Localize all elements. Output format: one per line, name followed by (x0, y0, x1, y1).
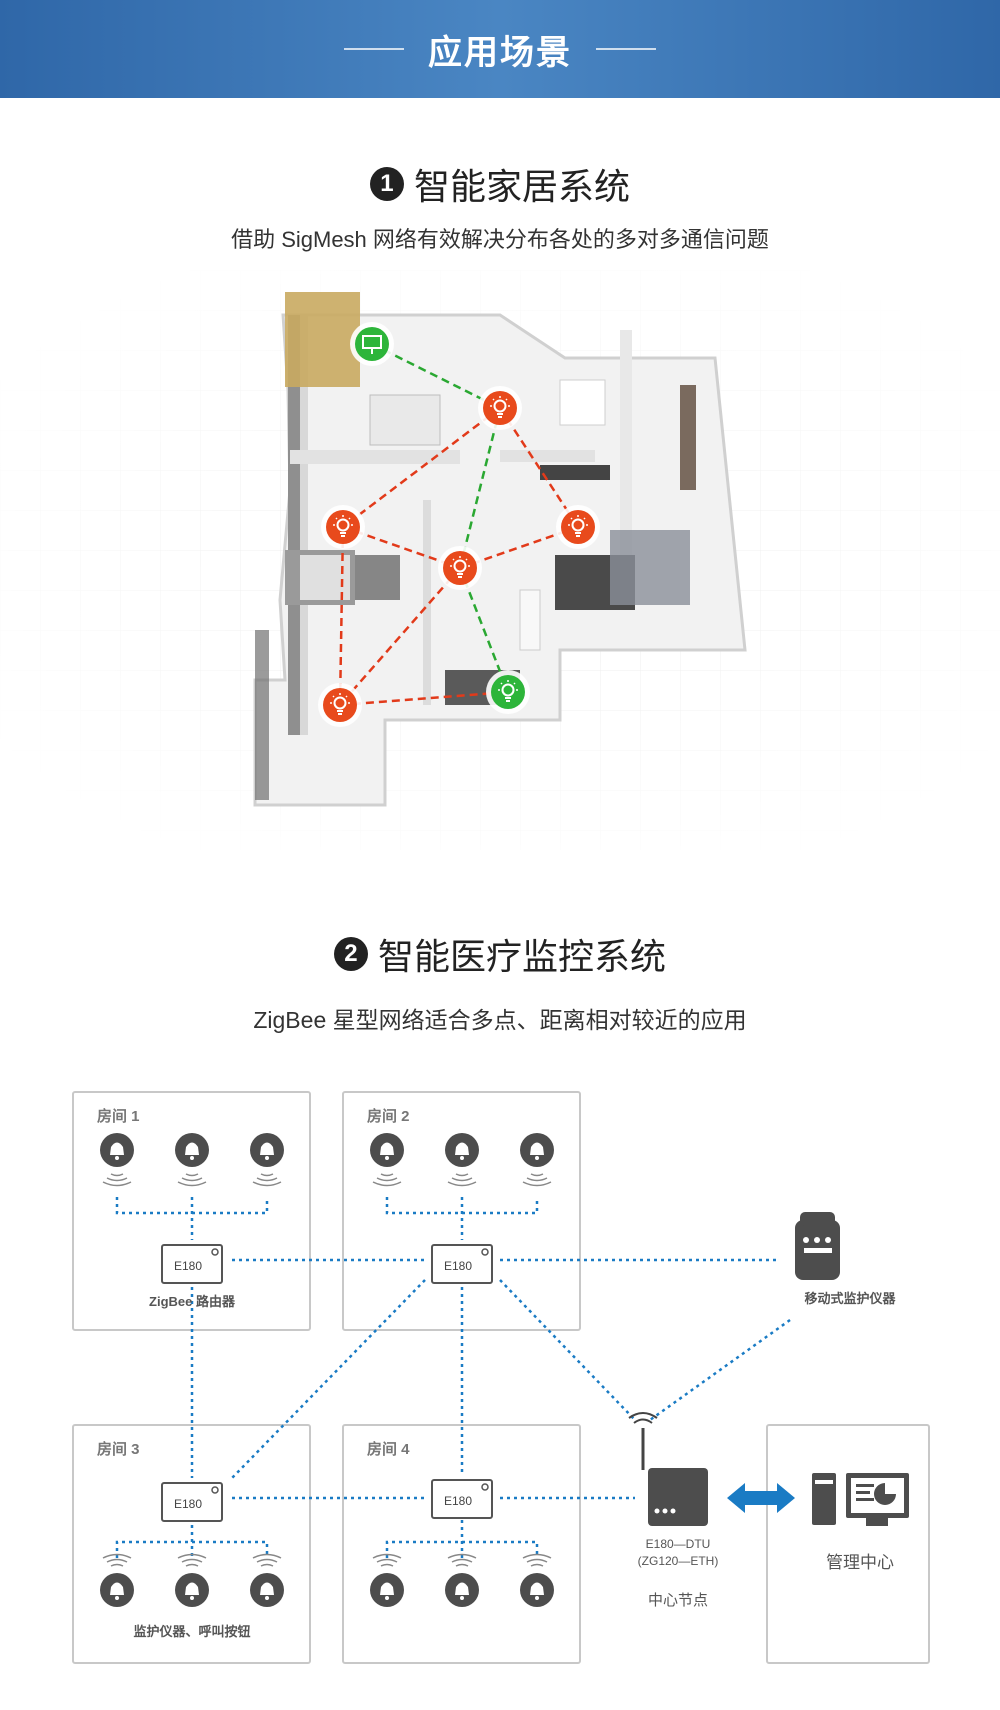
bell-icon (100, 1553, 134, 1607)
router-icon: E180 (431, 1244, 493, 1284)
section2-title: 2 智能医疗监控系统 (0, 928, 1000, 980)
section2-subtitle: ZigBee 星型网络适合多点、距离相对较近的应用 (253, 1007, 747, 1033)
bidirectional-arrow-icon (727, 1483, 795, 1513)
header-left-line (344, 48, 404, 50)
router-model-label: E180 (444, 1494, 472, 1508)
bell-icon (175, 1553, 209, 1607)
bell-icon (520, 1553, 554, 1607)
bulb-icon (321, 505, 365, 549)
bulb-icon (438, 546, 482, 590)
bell-icon (370, 1553, 404, 1607)
section2-title-text: 智能医疗监控系统 (377, 936, 666, 977)
router-icon: E180 (161, 1482, 223, 1522)
monitor-caption: 监护仪器、呼叫按钮 (133, 1624, 250, 1639)
room-3-label: 房间 3 (97, 1440, 140, 1458)
header-title: 应用场景 (428, 33, 572, 72)
router-model-label: E180 (444, 1259, 472, 1273)
router-model-label: E180 (174, 1497, 202, 1511)
room-4-label: 房间 4 (367, 1440, 410, 1458)
bell-icon (250, 1133, 284, 1187)
section1-number: 1 (369, 167, 404, 201)
header-right-line (596, 48, 656, 50)
page-header: 应用场景 (0, 0, 1000, 98)
bell-icon (100, 1133, 134, 1187)
floorplan-walls (253, 292, 747, 807)
green-mesh-links (371, 342, 510, 693)
dtu-sub-label: (ZG120—ETH) (638, 1554, 719, 1568)
router-model-label: E180 (174, 1259, 202, 1273)
router-icon: E180 (161, 1244, 223, 1284)
bell-icon (445, 1133, 479, 1187)
room-1-label: 房间 1 (97, 1107, 140, 1125)
management-center-label: 管理中心 (826, 1553, 894, 1572)
section1-title: 1 智能家居系统 (0, 158, 1000, 210)
mobile-monitor-icon (795, 1212, 840, 1280)
section2-number: 2 (333, 937, 368, 971)
management-box (766, 1424, 930, 1664)
smart-home-floorplan (0, 270, 1000, 850)
router-icon: E180 (431, 1479, 493, 1519)
room-2-label: 房间 2 (367, 1107, 410, 1125)
bulb-icon (318, 683, 362, 727)
bell-icon (520, 1133, 554, 1187)
room-3-box (72, 1424, 311, 1664)
dtu-device-icon (628, 1412, 708, 1526)
bell-icon (370, 1133, 404, 1187)
network-links (115, 1197, 791, 1558)
zigbee-router-caption: ZigBee 路由器 (149, 1294, 236, 1309)
bell-icon (250, 1553, 284, 1607)
computer-icon (812, 1473, 909, 1526)
bell-icon (445, 1553, 479, 1607)
center-node-label: 中心节点 (648, 1592, 708, 1609)
bulb-icon (486, 670, 530, 714)
bell-icon (175, 1133, 209, 1187)
bulb-icon (478, 386, 522, 430)
mobile-monitor-label: 移动式监护仪器 (804, 1291, 896, 1306)
monitor-icon (350, 322, 394, 366)
section1-subtitle: 借助 SigMesh 网络有效解决分布各处的多对多通信问题 (231, 227, 769, 252)
section1-title-text: 智能家居系统 (413, 166, 630, 207)
bulb-icon (556, 505, 600, 549)
dtu-model-label: E180—DTU (646, 1537, 711, 1551)
